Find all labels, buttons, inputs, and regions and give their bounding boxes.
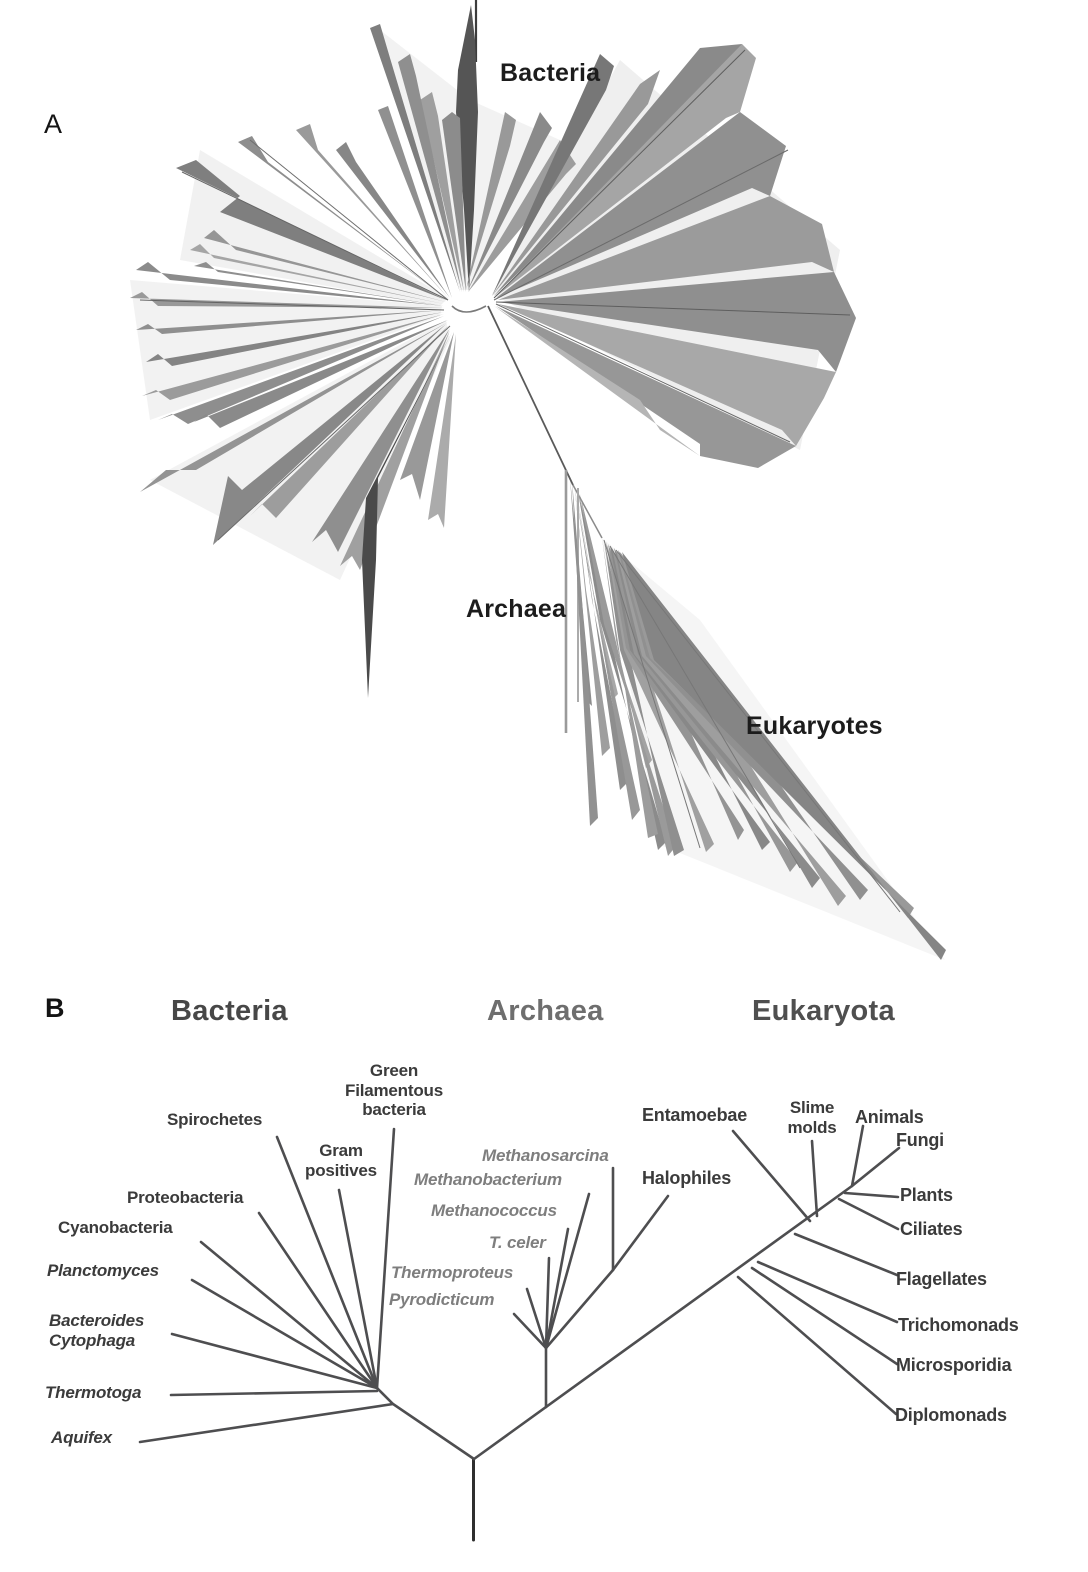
- panel-a-letter: A: [44, 109, 63, 139]
- panel-a-eukaryote-fan: [602, 538, 946, 960]
- panel-a-radial-tree: [130, 0, 946, 960]
- taxon-animals: Animals: [855, 1107, 924, 1127]
- panel-a-upper-left-fan: [176, 106, 452, 306]
- taxon-entamoebae: Entamoebae: [642, 1105, 748, 1125]
- taxon-bacteroides-cytophaga: Bacteroides Cytophaga: [49, 1311, 145, 1350]
- taxon-diplomonads: Diplomonads: [895, 1405, 1007, 1425]
- taxon-cyanobacteria: Cyanobacteria: [58, 1218, 173, 1237]
- taxon-methanosarcina: Methanosarcina: [482, 1146, 609, 1165]
- taxon-pyrodicticum: Pyrodicticum: [389, 1290, 495, 1309]
- panel-b-header-bacteria: Bacteria: [171, 995, 288, 1027]
- taxon-spirochetes: Spirochetes: [167, 1110, 263, 1129]
- taxon-fungi: Fungi: [896, 1130, 944, 1150]
- panel-a-right-fan: [492, 44, 856, 468]
- panel-b-letter: B: [45, 993, 65, 1023]
- taxon-trichomonads: Trichomonads: [898, 1315, 1019, 1335]
- panel-a-eukaryotes-label: Eukaryotes: [746, 712, 883, 740]
- taxon-t-celer: T. celer: [489, 1233, 546, 1252]
- panel-a-archaea-label: Archaea: [466, 595, 567, 623]
- taxon-thermotoga: Thermotoga: [45, 1383, 142, 1402]
- panel-b-header-eukaryota: Eukaryota: [752, 995, 895, 1027]
- panel-a-left-fan: [130, 262, 445, 424]
- taxon-flagellates: Flagellates: [896, 1269, 987, 1289]
- panel-a-lower-left-fan: [140, 320, 456, 698]
- panel-a-hub: [451, 305, 487, 313]
- panel-a-archaea-eukaryote-branch: [487, 305, 574, 486]
- taxon-plants: Plants: [900, 1185, 953, 1205]
- taxon-gram-positives: Gram positives: [305, 1141, 377, 1180]
- taxon-aquifex: Aquifex: [51, 1428, 112, 1447]
- taxon-halophiles: Halophiles: [642, 1168, 732, 1188]
- taxon-planctomyces: Planctomyces: [47, 1261, 159, 1280]
- taxon-microsporidia: Microsporidia: [896, 1355, 1012, 1375]
- taxon-green-filamentous-bacteria: Green Filamentous bacteria: [345, 1061, 443, 1120]
- taxon-thermoproteus: Thermoproteus: [391, 1263, 514, 1282]
- taxon-proteobacteria: Proteobacteria: [127, 1188, 244, 1207]
- taxon-slime-molds: Slime molds: [787, 1098, 837, 1137]
- panel-b-tree-lines: [138, 1124, 901, 1542]
- panel-a-top-fan: [370, 0, 576, 292]
- panel-b-header-archaea: Archaea: [487, 995, 604, 1027]
- panel-a-bacteria-label: Bacteria: [500, 59, 601, 87]
- taxon-ciliates: Ciliates: [900, 1219, 963, 1239]
- taxon-methanobacterium: Methanobacterium: [414, 1170, 562, 1189]
- taxon-methanococcus: Methanococcus: [431, 1201, 557, 1220]
